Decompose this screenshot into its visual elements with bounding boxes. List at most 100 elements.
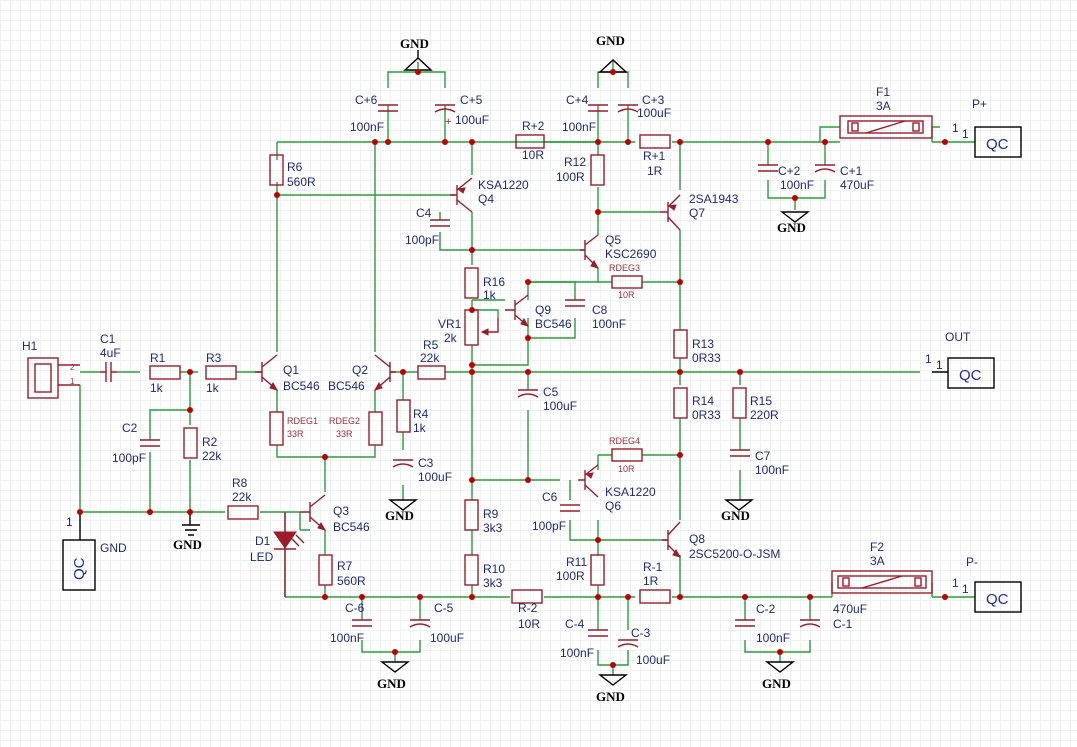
val-Cm2: 100nF <box>756 631 790 645</box>
val-Q9: BC546 <box>535 317 572 331</box>
val-Q5: KSC2690 <box>605 247 657 261</box>
ref-Q9: Q9 <box>535 303 551 317</box>
val-Cm5: 100uF <box>430 631 464 645</box>
ref-C5: C5 <box>543 385 559 399</box>
pin-one: 1 <box>936 358 943 372</box>
pin-one: 1 <box>962 582 969 596</box>
val-C7: 100nF <box>755 463 789 477</box>
ref-R3: R3 <box>206 351 222 365</box>
ref-Cm3: C-3 <box>631 626 651 640</box>
ref-R4: R4 <box>413 407 429 421</box>
ref-R2: R2 <box>202 435 218 449</box>
ref-R6: R6 <box>287 160 303 174</box>
pin-label: 1 <box>70 377 75 386</box>
ref-Q7: Q7 <box>689 206 705 220</box>
val-R15: 220R <box>750 408 779 422</box>
val-R8: 22k <box>232 490 252 504</box>
val-RDEG1: 33R <box>287 429 304 439</box>
val-R3: 1k <box>206 381 220 395</box>
val-C8: 100nF <box>592 317 626 331</box>
val-R9: 3k3 <box>483 521 503 535</box>
val-RDEG3: 10R <box>618 290 635 300</box>
ref-R16: R16 <box>483 275 505 289</box>
ref-C6: C6 <box>542 490 558 504</box>
ref-VR1: VR1 <box>438 317 462 331</box>
val-Rp1: 1R <box>647 164 663 178</box>
ref-Cp1: C+1 <box>840 164 863 178</box>
val-RDEG4: 10R <box>618 464 635 474</box>
gnd-label: GND <box>762 676 791 691</box>
val-Cm1: 470uF <box>833 602 867 616</box>
val-C2: 100pF <box>112 451 146 465</box>
ref-C3: C3 <box>418 456 434 470</box>
qc-label: QC <box>986 136 1009 153</box>
val-R14: 0R33 <box>692 408 721 422</box>
val-Q2: BC546 <box>328 379 365 393</box>
ref-C8: C8 <box>592 303 608 317</box>
val-R12: 100R <box>556 170 585 184</box>
ref-Q4: Q4 <box>478 192 494 206</box>
transistor-symbols <box>255 177 682 558</box>
gnd-label: GND <box>377 676 406 691</box>
val-R10: 3k3 <box>483 576 503 590</box>
net-gnd-label: GND <box>100 541 127 555</box>
ref-Cp5: C+5 <box>460 93 483 107</box>
ref-R9: R9 <box>483 507 499 521</box>
val-R16: 1k <box>483 288 497 302</box>
val-Cp2: 100nF <box>780 178 814 192</box>
ref-R12: R12 <box>564 155 586 169</box>
val-Cp4: 100nF <box>562 120 596 134</box>
gnd-label: GND <box>400 36 429 51</box>
net-pplus-label: P+ <box>972 97 987 111</box>
val-Rp2: 10R <box>522 148 544 162</box>
labels: H1 2 1 C1 4uF R1 1k R3 1k C2 100pF R2 22… <box>22 33 1009 704</box>
gnd-label: GND <box>385 508 414 523</box>
ref-R13: R13 <box>692 337 714 351</box>
ref-Q1: Q1 <box>283 363 299 377</box>
ref-R10: R10 <box>483 562 505 576</box>
ref-Q5: Q5 <box>605 233 621 247</box>
qc-label: QC <box>71 557 88 580</box>
ref-D1: D1 <box>255 534 271 548</box>
ref-R8: R8 <box>232 476 248 490</box>
val-R5: 22k <box>420 351 440 365</box>
ref-R1: R1 <box>150 351 166 365</box>
ref-Q3: Q3 <box>333 504 349 518</box>
val-R1: 1k <box>150 381 164 395</box>
val-D1: LED <box>250 550 274 564</box>
pin-one: 1 <box>952 576 959 590</box>
ref-Cm5: C-5 <box>434 601 454 615</box>
val-Q4: KSA1220 <box>478 178 529 192</box>
ref-Cm4: C-4 <box>565 617 585 631</box>
pin-label: 2 <box>70 363 75 372</box>
net-out-label: OUT <box>945 330 971 344</box>
val-RDEG2: 33R <box>336 429 353 439</box>
qc-connectors <box>62 126 1022 613</box>
val-R4: 1k <box>413 421 427 435</box>
val-F1: 3A <box>876 99 891 113</box>
val-Cp3: 100uF <box>637 106 671 120</box>
val-Q7: 2SA1943 <box>689 192 739 206</box>
ref-R11: R11 <box>566 555 587 569</box>
polarity-plus: + <box>445 116 451 128</box>
val-VR1: 2k <box>444 331 458 345</box>
gnd-label: GND <box>596 33 625 48</box>
qc-label: QC <box>986 591 1009 608</box>
ref-R15: R15 <box>750 394 772 408</box>
val-Cp6: 100nF <box>350 120 384 134</box>
ref-C7: C7 <box>755 449 771 463</box>
val-R2: 22k <box>202 449 222 463</box>
val-R7: 560R <box>337 574 366 588</box>
pin-one: 1 <box>952 121 959 135</box>
ref-RDEG2: RDEG2 <box>329 416 360 426</box>
ref-RDEG4: RDEG4 <box>609 436 640 446</box>
val-Q8: 2SC5200-O-JSM <box>689 547 780 561</box>
ref-C2: C2 <box>122 421 138 435</box>
val-C4: 100pF <box>405 233 439 247</box>
ref-F2: F2 <box>870 540 884 554</box>
ref-Rm2: R-2 <box>518 601 538 615</box>
val-R11: 100R <box>556 569 585 583</box>
val-Cp1: 470uF <box>840 178 874 192</box>
